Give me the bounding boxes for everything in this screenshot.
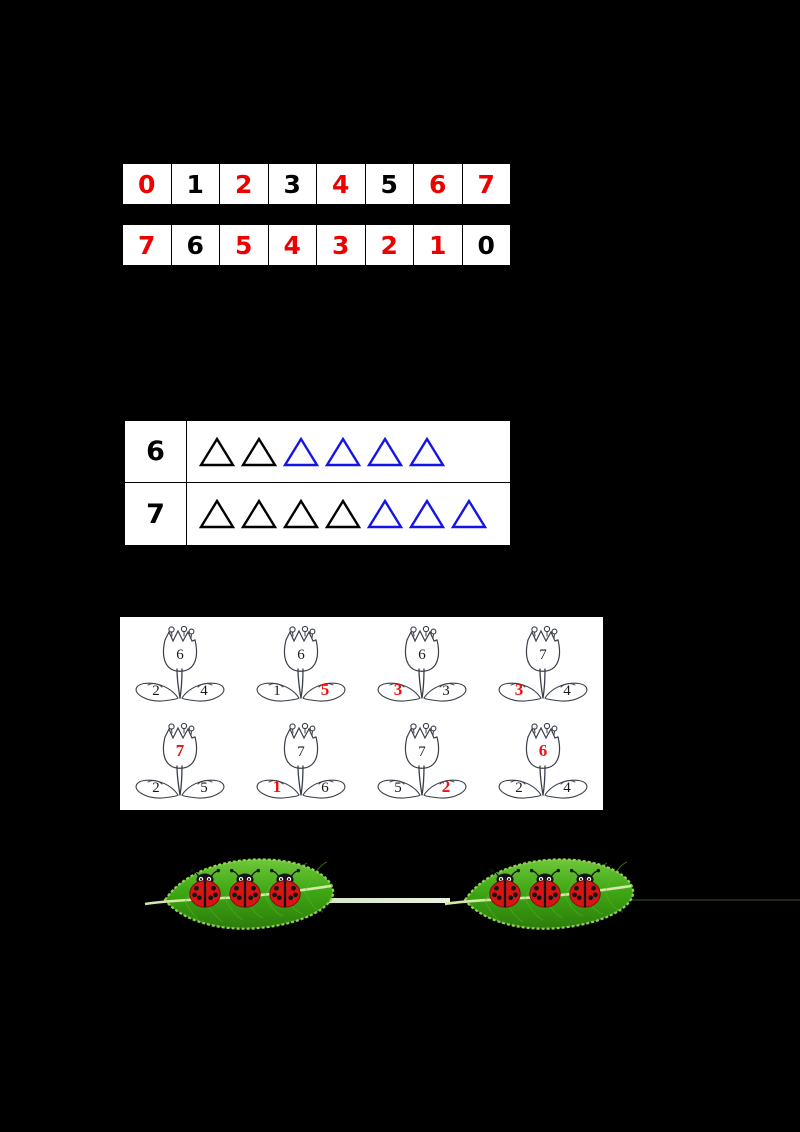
flower-drawing: 6 3 3	[377, 626, 467, 702]
triangle-icon	[198, 498, 236, 529]
flower-right-number: 4	[563, 780, 571, 796]
flower-right-number: 5	[201, 780, 209, 796]
triangle-icon	[408, 436, 446, 466]
flower-right-number: 4	[201, 683, 209, 699]
triangle-icon	[366, 436, 404, 466]
triangle-icon	[240, 436, 278, 466]
flower-drawing: 7 1 6	[256, 722, 346, 799]
ladybug-icon	[489, 868, 521, 908]
flower-left-number: 2	[153, 683, 161, 699]
flower-top-number: 6	[538, 741, 547, 760]
flower-item: 7 3 4	[489, 622, 597, 708]
leaf-midrib	[144, 884, 332, 906]
leaf-stem-connector	[290, 898, 450, 903]
ladybug-icon	[269, 868, 301, 908]
flower-item: 6 1 5	[247, 622, 355, 708]
number-cell: 0	[461, 224, 511, 266]
flower-item: 6 3 3	[368, 622, 476, 708]
number-cell: 1	[170, 163, 220, 205]
number-cell: 1	[413, 224, 463, 266]
flower-drawing: 6 1 5	[256, 626, 346, 702]
ladybug-leaf-area	[0, 836, 800, 946]
right-leaf-group	[443, 842, 643, 947]
leaf-stem-tail	[620, 899, 800, 901]
number-cell: 3	[316, 224, 366, 266]
flower-item: 7 1 6	[247, 719, 355, 805]
flower-drawing: 6 2 4	[135, 626, 225, 702]
flower-left-number: 3	[394, 680, 403, 699]
flower-top-number: 6	[418, 647, 426, 663]
number-cell: 6	[413, 163, 463, 205]
flower-item: 6 2 4	[489, 719, 597, 805]
triangle-icon	[408, 498, 446, 529]
triangle-row-shapes	[187, 421, 510, 482]
left-leaf-group	[143, 842, 343, 947]
flower-right-number: 4	[563, 683, 571, 699]
flower-left-number: 3	[514, 680, 523, 699]
flower-top-number: 7	[418, 744, 426, 760]
flower-drawing: 7 2 5	[135, 722, 225, 799]
triangle-table-row: 7	[125, 483, 510, 545]
number-cell: 7	[461, 163, 511, 205]
flower-drawing: 7 5 2	[377, 722, 467, 799]
flower-drawing: 7 3 4	[498, 626, 588, 702]
ladybug-icon	[189, 868, 221, 908]
flower-item: 6 2 4	[126, 622, 234, 708]
leaf-with-ladybugs	[444, 858, 635, 930]
triangle-icon	[324, 498, 362, 529]
flower-top-number: 6	[297, 647, 305, 663]
flower-top-number: 6	[177, 647, 185, 663]
flower-left-number: 1	[273, 777, 282, 796]
number-cell: 4	[316, 163, 366, 205]
number-cell: 7	[122, 224, 172, 266]
triangle-icon	[240, 498, 278, 529]
flower-top-number: 7	[297, 744, 305, 760]
triangle-row-label: 7	[125, 483, 187, 545]
flower-left-number: 5	[394, 780, 402, 796]
flower-right-number: 5	[321, 680, 330, 699]
triangle-icon	[282, 436, 320, 466]
number-cell: 5	[364, 163, 414, 205]
triangle-icon	[450, 498, 488, 529]
flower-item: 7 2 5	[126, 719, 234, 805]
number-cell: 0	[122, 163, 172, 205]
flower-right-number: 3	[442, 683, 450, 699]
ladybug-icon	[229, 868, 261, 908]
flower-grid: 6 2 4 6 1 5 6 3 3 7 3 4 7 2 5 7 1 6 7 5 2 6 2 4	[120, 617, 603, 810]
triangle-icon	[366, 498, 404, 529]
triangle-row-label: 6	[125, 421, 187, 482]
flower-top-number: 7	[539, 647, 547, 663]
flower-right-number: 6	[321, 780, 329, 796]
number-cell: 5	[219, 224, 269, 266]
flower-left-number: 2	[153, 780, 161, 796]
flower-left-number: 1	[273, 683, 281, 699]
triangle-table-row: 6	[125, 421, 510, 483]
triangle-icon	[282, 498, 320, 529]
number-cell: 6	[170, 224, 220, 266]
triangle-icon	[324, 436, 362, 466]
number-cell: 3	[267, 163, 317, 205]
flower-right-number: 2	[442, 777, 451, 796]
flower-top-number: 7	[176, 741, 185, 760]
number-cell: 2	[219, 163, 269, 205]
flower-item: 7 5 2	[368, 719, 476, 805]
ladybug-icon	[569, 868, 601, 908]
number-cell: 4	[267, 224, 317, 266]
flower-left-number: 2	[515, 780, 523, 796]
leaf-midrib	[444, 884, 632, 906]
number-cell: 2	[364, 224, 414, 266]
triangle-icon	[198, 436, 236, 466]
flower-drawing: 6 2 4	[498, 722, 588, 799]
leaf-with-ladybugs	[144, 858, 335, 930]
triangle-row-shapes	[187, 483, 510, 545]
flower-number-bond-panel: 6 2 4 6 1 5 6 3 3 7 3 4 7 2 5 7 1 6 7 5 2 6 2 4	[120, 617, 603, 810]
ladybug-icon	[529, 868, 561, 908]
